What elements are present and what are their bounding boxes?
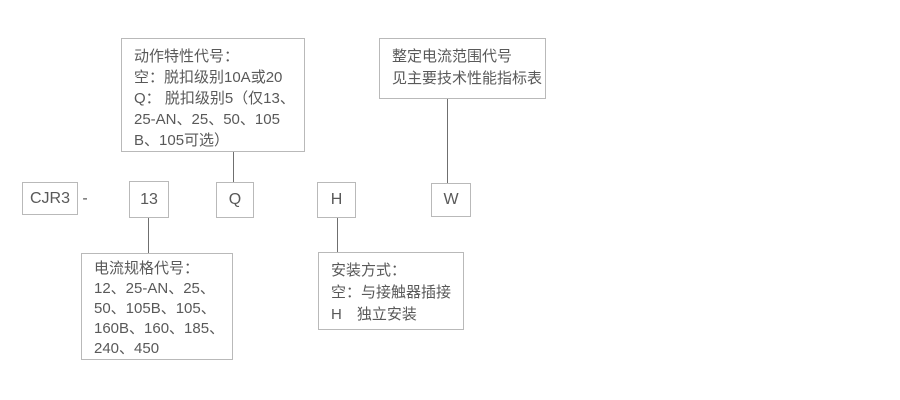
model-prefix-label: CJR3 xyxy=(29,189,70,207)
mounting-code-box: H xyxy=(317,182,356,218)
callout-line: 空：与接触器插接 xyxy=(331,284,452,301)
callout-line: 电流规格代号： xyxy=(94,260,200,277)
callout-line: B、105可选） xyxy=(134,132,230,149)
callout-setting-current-range: 整定电流范围代号 见主要技术性能指标表 xyxy=(379,38,546,99)
current-spec-code-box: 13 xyxy=(129,181,169,218)
callout-line: 安装方式： xyxy=(331,262,407,279)
connector-action-callout-to-q xyxy=(233,152,234,182)
range-code-label: W xyxy=(443,191,459,208)
callout-line: 空：脱扣级别10A或20 xyxy=(134,69,283,86)
callout-line: 50、105B、105、 xyxy=(94,300,216,317)
connector-mounting-callout-to-h xyxy=(337,218,338,252)
model-prefix-box: CJR3 xyxy=(22,182,78,215)
current-spec-code-label: 13 xyxy=(140,190,158,208)
callout-line: 见主要技术性能指标表 xyxy=(392,70,543,87)
callout-line: 整定电流范围代号 xyxy=(392,48,513,65)
connector-spec-callout-to-13 xyxy=(148,218,149,253)
callout-line: 12、25-AN、25、 xyxy=(94,280,215,297)
connector-range-callout-to-w xyxy=(447,99,448,183)
callout-action-characteristic: 动作特性代号： 空：脱扣级别10A或20 Q： 脱扣级别5（仅13、 25-AN… xyxy=(121,38,305,152)
range-code-box: W xyxy=(431,183,471,217)
action-code-label: Q xyxy=(228,191,242,208)
callout-mounting-method: 安装方式： 空：与接触器插接 H 独立安装 xyxy=(318,252,464,330)
callout-line: 动作特性代号： xyxy=(134,48,240,65)
callout-current-spec: 电流规格代号： 12、25-AN、25、 50、105B、105、 160B、1… xyxy=(81,253,233,360)
callout-line: H 独立安装 xyxy=(331,306,417,323)
callout-line: 160B、160、185、 xyxy=(94,320,225,337)
callout-line: 25-AN、25、50、105 xyxy=(134,111,280,128)
mounting-code-label: H xyxy=(330,191,343,208)
callout-line: 240、450 xyxy=(94,340,160,357)
action-code-box: Q xyxy=(216,182,254,218)
callout-line: Q： 脱扣级别5（仅13、 xyxy=(134,90,295,107)
separator-dash: - xyxy=(82,189,88,207)
